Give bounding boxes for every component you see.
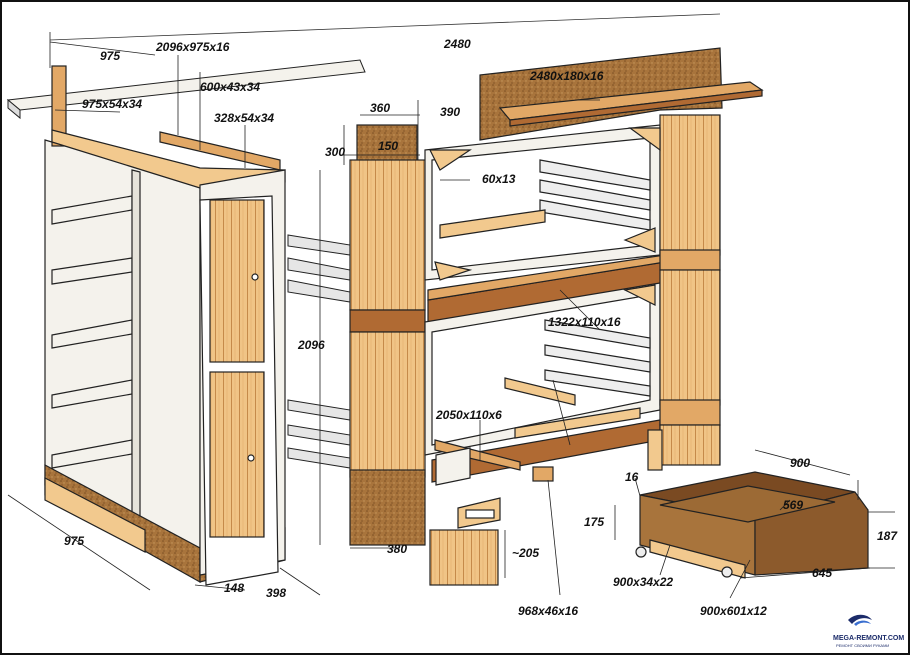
label-post-base: 380 [387,542,407,556]
label-drawer-inner: 569 [783,498,803,512]
label-drawer-bottom: 900x601x12 [700,604,767,618]
bed-frame [424,47,764,486]
label-base-width: 975 [64,534,84,548]
label-cabinet-width-top: 975 [100,49,120,63]
label-shelf-board: 2480x180x16 [529,69,604,83]
label-slat: 2050x110x6 [435,408,502,422]
drawer [635,471,869,579]
label-door-rail: 328x54x34 [214,111,274,125]
label-panel-top-size: 2096x975x16 [155,40,230,54]
label-post-inner: 150 [378,139,398,153]
dimension-lines [7,32,895,599]
left-cabinet [44,65,286,586]
label-total-length: 2480 [443,37,471,51]
center-post [349,124,426,546]
label-drawer-length: 900 [790,456,810,470]
step-piece [429,497,501,586]
label-drawer-side: 187 [877,529,898,543]
site-logo: MEGA-REMONT.COM РЕМОНТ СВОИМИ РУКАМИ [833,614,904,648]
label-post-top: 300 [325,145,345,159]
dimension-labels: 2480 975 2096x975x16 975x54x34 600x43x34… [64,37,898,618]
logo-site-name: MEGA-REMONT.COM [833,635,904,642]
label-top-rail: 975x54x34 [82,97,142,111]
label-post-height-offset: 390 [440,105,460,119]
label-base-side: 398 [266,586,286,600]
top-frame [6,13,721,120]
label-drawer-depth: 645 [812,566,832,580]
logo-tagline: РЕМОНТ СВОИМИ РУКАМИ [836,643,889,648]
label-step-board: 968x46x16 [518,604,578,618]
label-base-depth: 148 [224,581,244,595]
label-total-height: 2096 [297,338,325,352]
label-drawer-wall: 16 [625,470,639,484]
label-step-height: ~205 [512,546,539,560]
side-rails [287,234,351,469]
label-drawer-height: 175 [584,515,604,529]
label-bracket: 60x13 [482,172,516,186]
label-drawer-runner: 900x34x22 [613,575,673,589]
label-top-board: 600x43x34 [200,80,260,94]
label-post-width: 360 [370,101,390,115]
label-side-rail: 1322x110x16 [548,315,621,329]
